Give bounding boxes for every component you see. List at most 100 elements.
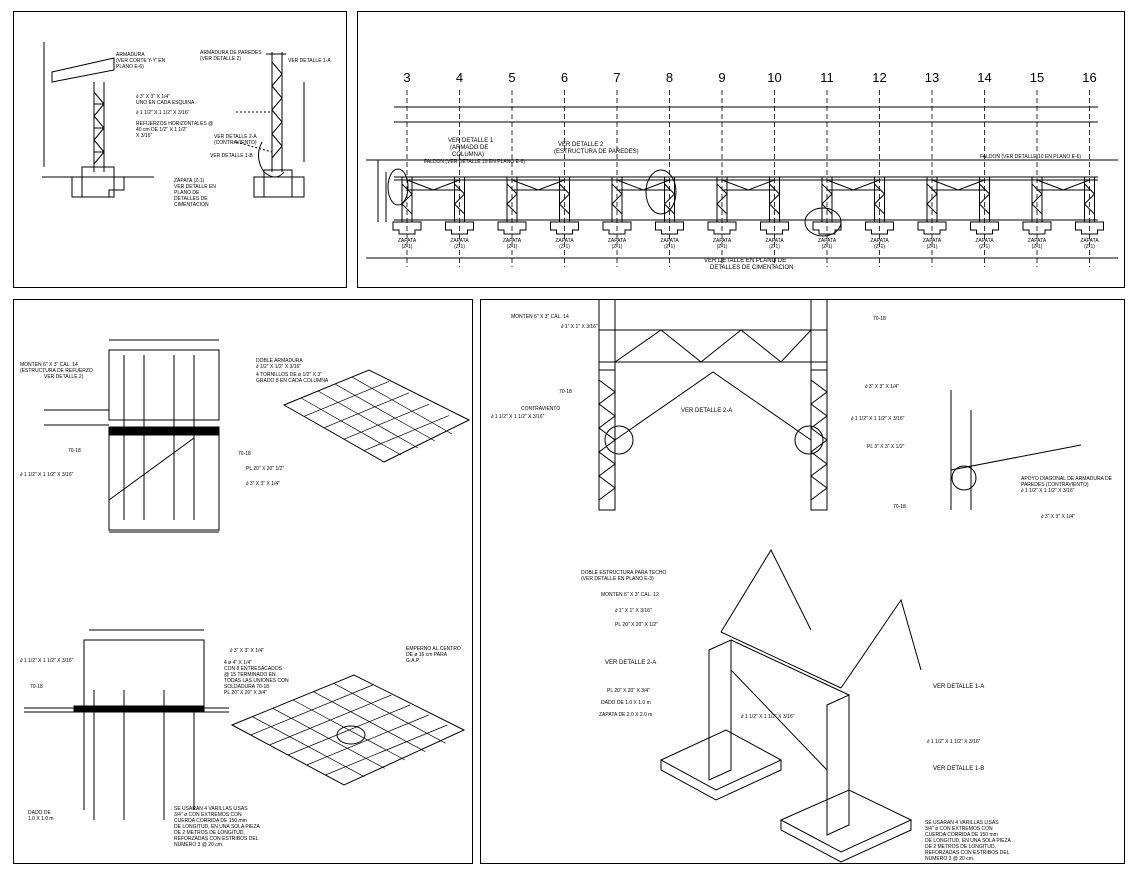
callout-detalle-2: (ESTRUCTURA DE PAREDES) bbox=[554, 149, 639, 155]
label-ver-detalle: VER DETALLE 1-A bbox=[288, 58, 331, 64]
footing bbox=[865, 221, 894, 235]
column-lacing bbox=[401, 183, 413, 215]
label-angle: ∂ 3" X 3" X 1/4" bbox=[230, 648, 264, 654]
label-refuerzo: REFUERZOS HORIZONTALES @ bbox=[136, 121, 213, 127]
zapata-label: ZAPATA bbox=[713, 238, 732, 244]
label-dado: DADO DE bbox=[28, 810, 51, 816]
label-angle: ∂ 1 1/2" X 1 1/2" X 3/16" bbox=[491, 414, 545, 420]
grid-axes: 3ZAPATA(Z-1)4ZAPATA(Z-1)5ZAPATA(Z-1)6ZAP… bbox=[392, 70, 1104, 267]
column-lacing bbox=[453, 183, 466, 215]
label-zapata-note: PLANO DE bbox=[174, 190, 200, 196]
elevation-drawing: 3ZAPATA(Z-1)4ZAPATA(Z-1)5ZAPATA(Z-1)6ZAP… bbox=[366, 70, 1118, 271]
zapata-code: (Z-1) bbox=[664, 244, 675, 250]
label-angle: ∂ 1 1/2" X 1 1/2" X 3/16" bbox=[136, 110, 190, 116]
grid-line bbox=[313, 691, 426, 752]
zapata-label: ZAPATA bbox=[1028, 238, 1047, 244]
label-plate: PL 20" X 20" X 3/4" bbox=[224, 690, 267, 696]
zapata-code: (Z-1) bbox=[1084, 244, 1095, 250]
label-apoyo: PAREDES (CONTRAVIENTO) bbox=[1021, 482, 1089, 488]
truss bbox=[1036, 179, 1090, 191]
label-plate: PL 20" X 20" 1/2" bbox=[246, 466, 284, 472]
label-dado: DADO DE 1.0 X 1.0 m bbox=[601, 700, 651, 706]
callout-faldon: FALDON (VER DETALLE 10 EN PLANO E-6) bbox=[424, 159, 525, 165]
zapata-label: ZAPATA bbox=[1080, 238, 1099, 244]
label-contraviento: CONTRAVIENTO bbox=[521, 406, 560, 412]
column-lacing bbox=[768, 183, 781, 215]
label-zapata-note: DETALLES DE bbox=[174, 196, 208, 202]
weld-symbol: 70-18 bbox=[238, 451, 251, 457]
grid-line bbox=[334, 383, 436, 442]
label-varillas: CUERDA CORRIDA DE 150 mm bbox=[174, 818, 247, 824]
label-plate: PL 20" X 20" X 3/4" bbox=[607, 688, 650, 694]
label-note: CON 8 ENTRESACADOS bbox=[224, 666, 283, 672]
label-emperno: EMPERNO AL CENTRO bbox=[406, 646, 461, 652]
label-ver-detalle: VER DETALLE 1-B bbox=[933, 766, 984, 772]
column-lacing bbox=[506, 183, 518, 215]
label-angle: ∂ 1 1/2" X 1 1/2" X 3/16" bbox=[1021, 488, 1075, 494]
column-lacing bbox=[821, 183, 833, 215]
axis-label: 15 bbox=[1030, 70, 1044, 85]
zapata-code: (Z-1) bbox=[454, 244, 465, 250]
label-emperno: G.A.P. bbox=[406, 658, 420, 664]
label-emperno: DE ø 16 cm PARA bbox=[406, 652, 448, 658]
label-varillas: REFORZADAS CON ESTRIBOS DEL bbox=[174, 836, 259, 842]
weld-symbol: 70-18 bbox=[559, 389, 572, 395]
label-tornillos: 4 TORNILLOS DE ø 1/2" X 3" bbox=[256, 372, 322, 378]
label-angle-note: UNO EN CADA ESQUINA bbox=[136, 100, 195, 106]
truss bbox=[406, 179, 460, 191]
column-lacing bbox=[1083, 183, 1096, 215]
wall-section-labels: ARMADURA (VER CORTE Y-Y' EN PLANO E-6) ∂… bbox=[116, 50, 331, 208]
truss bbox=[931, 179, 985, 191]
column-lacing bbox=[873, 183, 886, 215]
label-varillas: 3/4" ø CON EXTREMOS CON bbox=[174, 812, 242, 818]
footing bbox=[760, 221, 789, 235]
callout-cimentacion: DETALLES DE CIMENTACION bbox=[710, 265, 793, 271]
label-angle: ∂ 3" X 3" X 1/4" bbox=[865, 384, 899, 390]
zapata-code: (Z-1) bbox=[769, 244, 780, 250]
zapata-code: (Z-1) bbox=[612, 244, 623, 250]
label-angle: ∂ 3" X 3" X 1/4" bbox=[136, 94, 170, 100]
footing bbox=[917, 221, 947, 235]
zapata-label: ZAPATA bbox=[975, 238, 994, 244]
label-refuerzo: X 3/16" bbox=[136, 133, 152, 139]
label-varillas: DE 2 METROS DE LONGITUD, bbox=[174, 830, 245, 836]
label-apoyo: APOYO DIAGONAL DE ARMADURA DE bbox=[1021, 476, 1113, 482]
label-plate: PL 3" X 3" X 1/2" bbox=[867, 444, 905, 450]
label-angle: ∂ 3" X 3" X 1/4" bbox=[1041, 514, 1075, 520]
axis-label: 7 bbox=[613, 70, 620, 85]
grid-line bbox=[351, 376, 453, 435]
label-angle: ∂ 1 1/2" X 1 1/2" X 3/16" bbox=[851, 416, 905, 422]
label-angle: ∂ 1 1/2" X 1 1/2" X 3/16" bbox=[20, 658, 74, 664]
zapata-label: ZAPATA bbox=[503, 238, 522, 244]
weld-symbol: 70-18 bbox=[30, 684, 43, 690]
label-monten: MONTEN 6" X 3" CAL. 14 bbox=[511, 314, 569, 320]
axis-label: 14 bbox=[977, 70, 991, 85]
footing bbox=[655, 221, 684, 235]
panel-base-plate: MONTEN 6" X 3" CAL. 14 (ESTRUCTURA DE RE… bbox=[13, 299, 473, 864]
footing bbox=[550, 221, 579, 235]
base-plate-labels: MONTEN 6" X 3" CAL. 14 (ESTRUCTURA DE RE… bbox=[20, 358, 461, 848]
zapata-code: (Z-1) bbox=[927, 244, 938, 250]
label-armadura-paredes: ARMADURA DE PAREDES bbox=[200, 50, 262, 56]
footing bbox=[1075, 221, 1104, 235]
truss bbox=[826, 179, 880, 191]
label-doble-armadura: DOBLE ARMADURA bbox=[256, 358, 303, 364]
label-angle: ∂ 1" X 1" X 3/16" bbox=[561, 324, 598, 330]
label-varillas: SE USARAN 4 VARILLAS LISAS bbox=[174, 806, 248, 812]
label-note: SOLDADURA 70-18 bbox=[224, 684, 269, 690]
truss bbox=[511, 179, 565, 191]
label-monten: MONTEN 6" X 3" CAL. 12 bbox=[601, 592, 659, 598]
label-monten: MONTEN 6" X 3" CAL. 14 bbox=[20, 362, 78, 368]
label-dado: 1.0 X 1.0 m bbox=[28, 816, 54, 822]
callout-detalle-1: VER DETALLE 1 bbox=[448, 138, 494, 144]
column-lacing bbox=[1031, 183, 1043, 215]
label-varillas: DE LONGITUD, EN UNA SOLA PIEZA bbox=[174, 824, 261, 830]
axis-label: 6 bbox=[561, 70, 568, 85]
panel-wall-section: ARMADURA (VER CORTE Y-Y' EN PLANO E-6) ∂… bbox=[13, 11, 347, 288]
column-lacing bbox=[611, 183, 623, 215]
zapata-label: ZAPATA bbox=[450, 238, 469, 244]
label-armadura: ARMADURA bbox=[116, 52, 145, 58]
zapata-label: ZAPATA bbox=[923, 238, 942, 244]
label-varillas: DE 2 METROS DE LONGITUD, bbox=[925, 844, 996, 850]
column-lacing bbox=[926, 183, 938, 215]
